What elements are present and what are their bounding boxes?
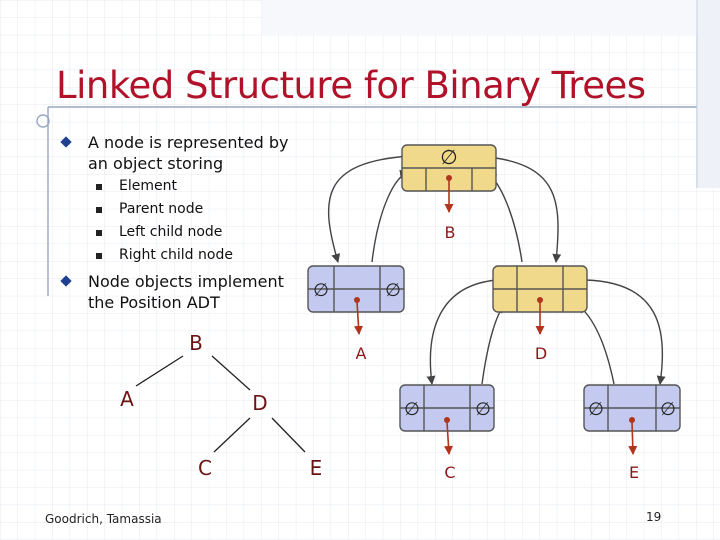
arrow-e-to-d	[577, 304, 615, 385]
linked-node-root	[401, 144, 497, 192]
linked-node-d	[492, 265, 588, 313]
tree-edge-d-c	[213, 417, 251, 453]
bullet-node-representation: A node is represented by an object stori…	[88, 132, 289, 174]
bullet-line: the Position ADT	[88, 293, 220, 312]
a-element-arrow	[354, 301, 363, 335]
e-left-null: ∅	[588, 399, 604, 420]
bullet-line: A node is represented by	[88, 133, 289, 152]
a-element-label: A	[356, 344, 367, 363]
tree-node-c: C	[198, 456, 212, 480]
c-right-null: ∅	[475, 399, 491, 420]
tree-node-b: B	[189, 331, 203, 355]
c-element-dot	[444, 417, 450, 423]
sub-bullet-element: Element	[119, 178, 177, 194]
sub-bullet-parent: Parent node	[119, 201, 204, 217]
linked-node-c	[399, 384, 495, 432]
a-element-dot	[354, 297, 360, 303]
c-element-arrow	[444, 421, 453, 455]
abstract-tree-nodes: B A D C E	[120, 331, 322, 480]
root-element-label: B	[445, 223, 456, 242]
tree-edge-b-a	[135, 355, 184, 387]
tree-edge-b-d	[211, 355, 251, 391]
footer-authors: Goodrich, Tamassia	[45, 512, 162, 526]
e-element-dot	[629, 417, 635, 423]
root-parent-null: ∅	[440, 145, 457, 169]
tree-edge-d-e	[271, 417, 306, 453]
d-element-dot	[537, 297, 543, 303]
linked-node-e	[583, 384, 681, 432]
tree-node-d: D	[252, 391, 267, 415]
square-bullet-icon	[96, 230, 102, 236]
sub-bullet-right-child: Right child node	[119, 247, 233, 263]
tree-node-e: E	[310, 456, 323, 480]
e-element-arrow	[628, 421, 638, 455]
sub-bullet-left-child: Left child node	[119, 224, 223, 240]
d-element-label: D	[535, 344, 547, 363]
a-right-null: ∅	[385, 280, 401, 301]
arrow-d-to-c	[426, 279, 498, 385]
slide-title: Linked Structure for Binary Trees	[56, 64, 646, 107]
bullet-line: an object storing	[88, 154, 224, 173]
bullet-line: Node objects implement	[88, 272, 284, 291]
c-element-label: C	[444, 463, 455, 482]
square-bullet-icon	[96, 184, 102, 190]
square-bullet-icon	[96, 207, 102, 213]
bullet-position-adt: Node objects implement the Position ADT	[88, 271, 284, 313]
linked-node-a	[307, 265, 405, 313]
root-element-dot	[446, 175, 452, 181]
tree-node-a: A	[120, 387, 134, 411]
e-right-null: ∅	[660, 399, 676, 420]
abstract-tree-edges	[135, 355, 306, 453]
a-left-null: ∅	[313, 280, 329, 301]
arrow-c-to-d	[481, 304, 506, 385]
e-element-label: E	[629, 463, 639, 482]
arrow-root-to-a	[327, 155, 411, 263]
page-number: 19	[646, 510, 662, 524]
c-left-null: ∅	[404, 399, 420, 420]
square-bullet-icon	[96, 253, 102, 259]
arrow-d-to-e	[584, 279, 666, 385]
arrow-root-to-d	[477, 155, 562, 263]
